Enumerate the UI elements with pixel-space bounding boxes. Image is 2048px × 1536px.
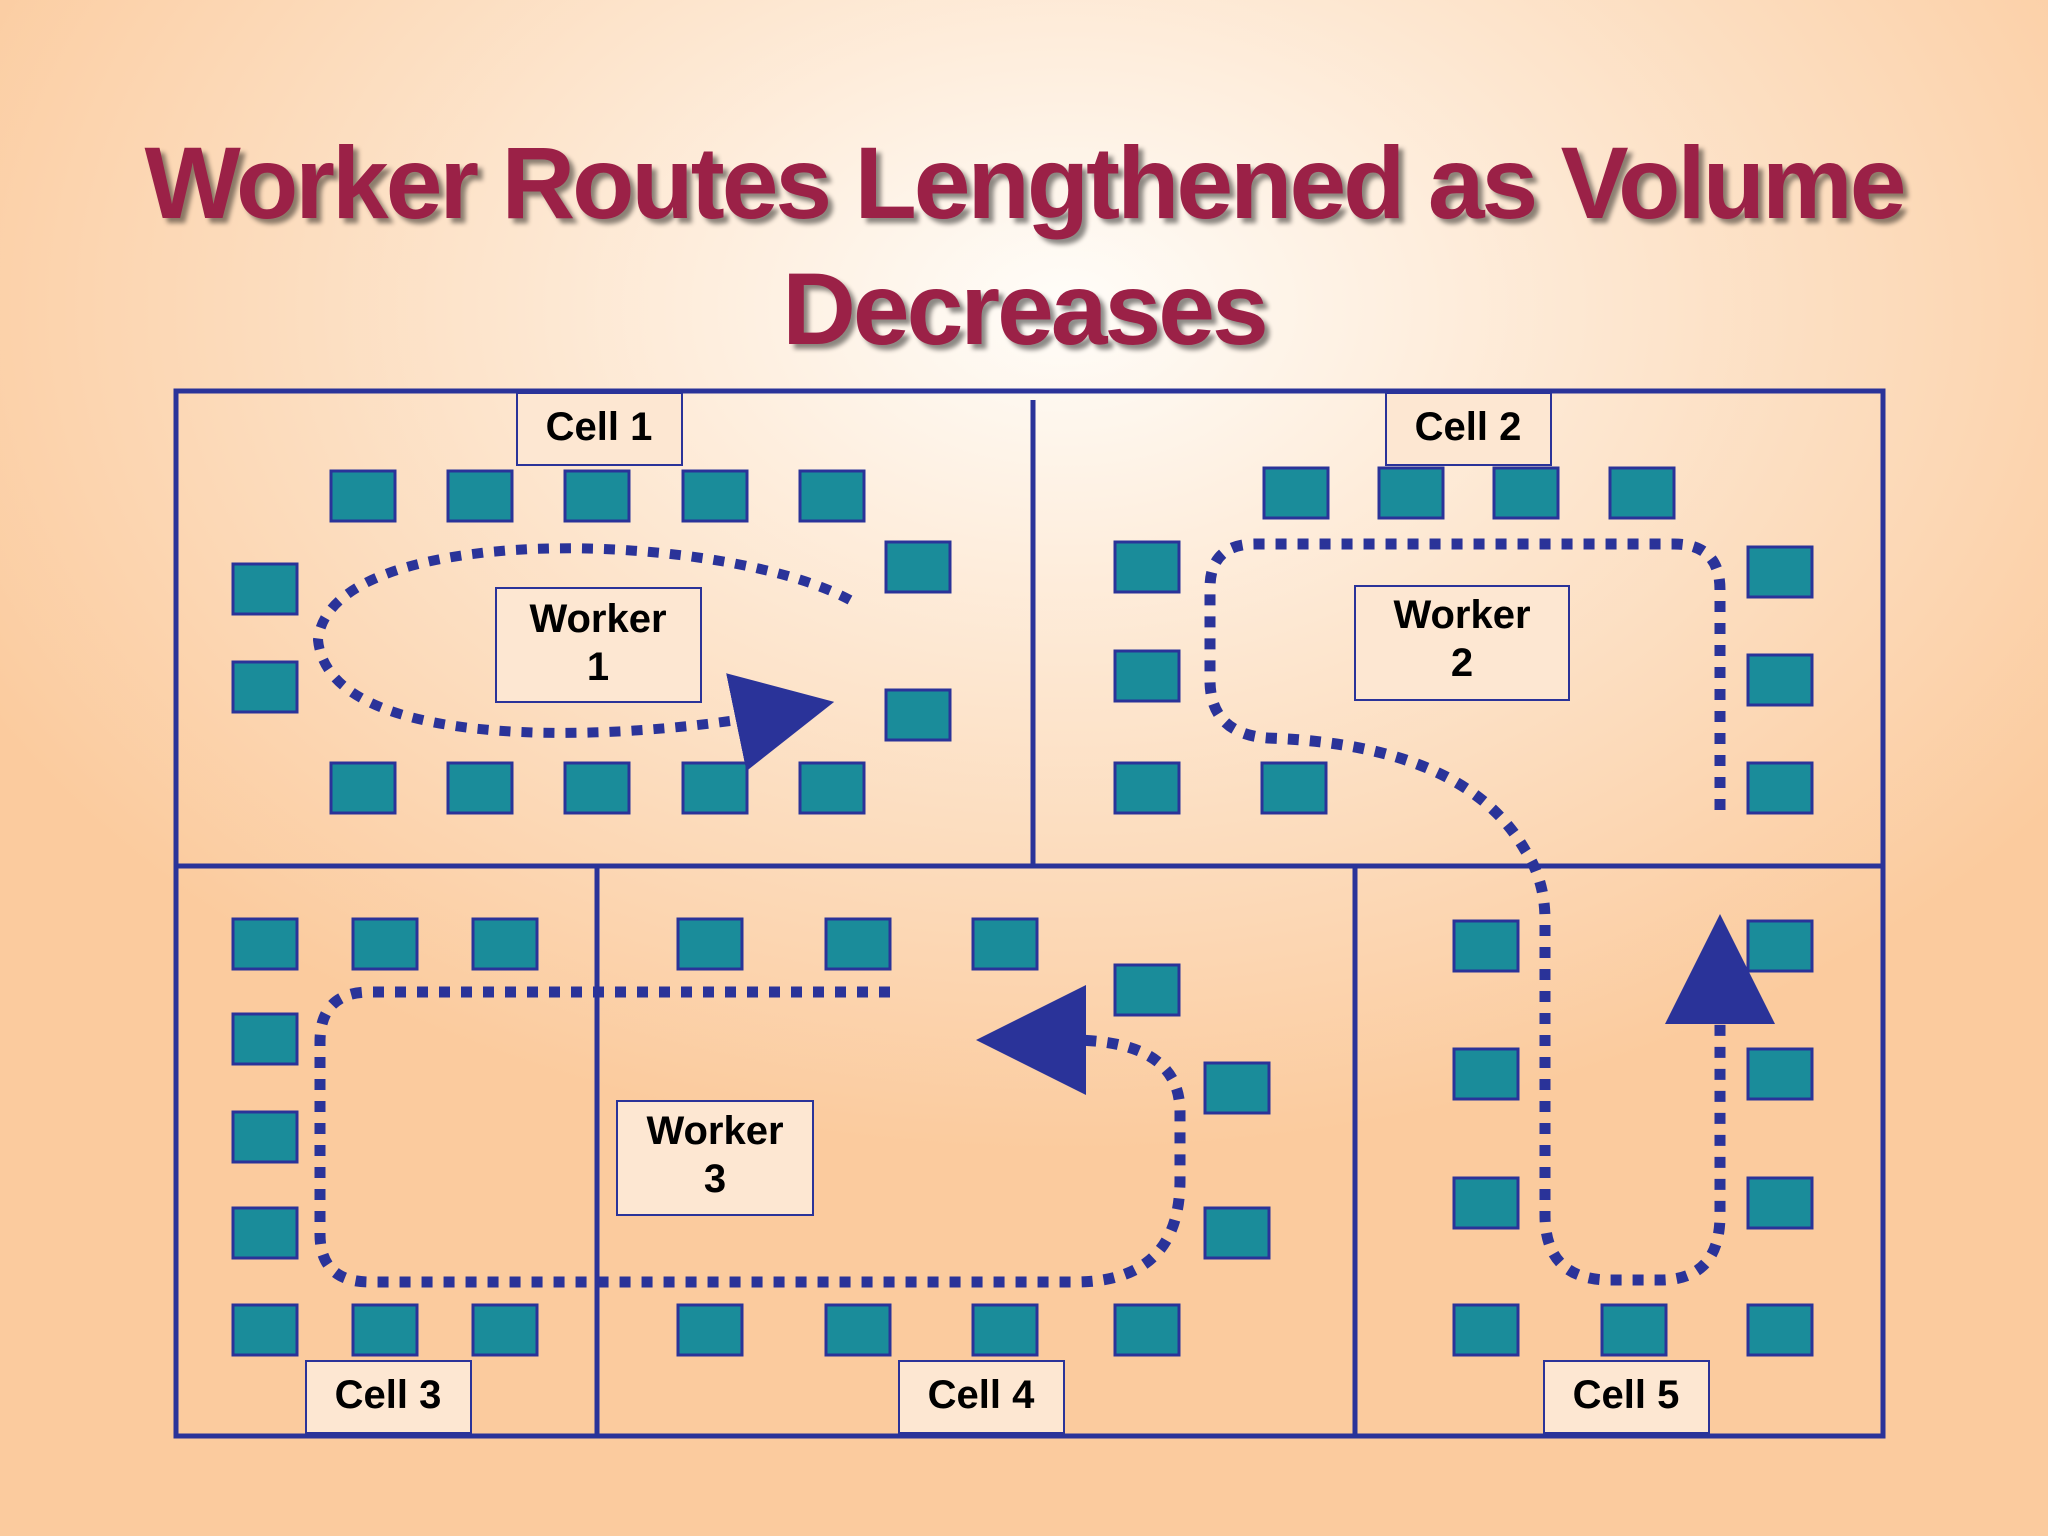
machine-station	[329, 469, 397, 523]
machine-station	[1608, 466, 1676, 520]
machine-station	[971, 917, 1039, 971]
slide-title: Worker Routes Lengthened as Volume Decre…	[0, 120, 2048, 372]
machine-station	[351, 917, 419, 971]
machine-station	[471, 917, 539, 971]
cell-3-label-text: Cell 3	[335, 1373, 442, 1417]
machine-station	[446, 761, 514, 815]
cell-1-label-text: Cell 1	[546, 405, 653, 449]
machine-station	[1746, 919, 1814, 973]
outer-border	[173, 388, 1886, 1439]
machine-station	[824, 1303, 892, 1357]
machine-station	[1452, 1303, 1520, 1357]
cell-5-label: Cell 5	[1543, 1360, 1710, 1434]
cell-2-label-text: Cell 2	[1415, 405, 1522, 449]
machine-station	[1113, 963, 1181, 1017]
machine-station	[1113, 540, 1181, 594]
floor-frame	[173, 388, 1886, 1439]
machine-station	[1746, 545, 1814, 599]
machine-station	[676, 1303, 744, 1357]
machine-station	[1377, 466, 1445, 520]
machine-station	[329, 761, 397, 815]
machine-station	[1262, 466, 1330, 520]
worker-routes	[312, 538, 1775, 1288]
machine-station	[676, 917, 744, 971]
worker-3-label-line1: Worker	[646, 1109, 783, 1153]
cell-5-label-text: Cell 5	[1573, 1373, 1680, 1417]
cell-4-label-text: Cell 4	[928, 1373, 1035, 1417]
worker-1-label-line1: Worker	[529, 597, 666, 641]
machine-station	[884, 540, 952, 594]
machine-station	[1113, 1303, 1181, 1357]
machine-station	[681, 469, 749, 523]
machine-station	[1113, 761, 1181, 815]
machine-station	[1203, 1061, 1271, 1115]
machine-station	[1746, 761, 1814, 815]
machine-station	[1600, 1303, 1668, 1357]
machine-station	[884, 688, 952, 742]
machine-station	[231, 1110, 299, 1164]
machine-station	[231, 917, 299, 971]
machine-station	[1746, 1176, 1814, 1230]
machine-station	[681, 761, 749, 815]
machine-station	[563, 761, 631, 815]
route-worker-2	[1204, 538, 1775, 1286]
title-line-1: Worker Routes Lengthened as Volume	[144, 126, 1907, 240]
machine-station	[1203, 1206, 1271, 1260]
machine-station	[231, 660, 299, 714]
cell-2-label: Cell 2	[1385, 392, 1552, 466]
cell-3-label: Cell 3	[305, 1360, 472, 1434]
machine-station	[1746, 1047, 1814, 1101]
machine-station	[1492, 466, 1560, 520]
machines	[231, 466, 1814, 1357]
machine-station	[1452, 1176, 1520, 1230]
cell-4-label: Cell 4	[898, 1360, 1065, 1434]
machine-station	[1452, 919, 1520, 973]
cell-1-label: Cell 1	[516, 392, 683, 466]
machine-station	[231, 1303, 299, 1357]
machine-station	[1746, 1303, 1814, 1357]
machine-station	[231, 562, 299, 616]
worker-1-label: Worker 1	[495, 587, 702, 703]
title-line-2: Decreases	[782, 252, 1268, 366]
machine-station	[1452, 1047, 1520, 1101]
machine-station	[1746, 653, 1814, 707]
machine-station	[231, 1012, 299, 1066]
worker-labels: Worker 1 Worker 2 Worker 3	[495, 585, 1570, 1216]
machine-station	[471, 1303, 539, 1357]
worker-2-label-line2: 2	[1451, 641, 1473, 685]
machine-station	[798, 469, 866, 523]
machine-station	[971, 1303, 1039, 1357]
cell-labels: Cell 1 Cell 2 Cell 3 Cell 4 Cell 5	[305, 392, 1710, 1434]
worker-3-label-line2: 3	[704, 1157, 726, 1201]
machine-station	[1113, 649, 1181, 703]
machine-station	[798, 761, 866, 815]
machine-station	[563, 469, 631, 523]
worker-1-label-line2: 1	[587, 645, 609, 689]
machine-station	[446, 469, 514, 523]
machine-station	[231, 1206, 299, 1260]
worker-2-label-line1: Worker	[1393, 593, 1530, 637]
worker-2-label: Worker 2	[1354, 585, 1570, 701]
machine-station	[824, 917, 892, 971]
machine-station	[1260, 761, 1328, 815]
route-worker-1	[312, 543, 853, 772]
machine-station	[351, 1303, 419, 1357]
worker-3-label: Worker 3	[616, 1100, 814, 1216]
